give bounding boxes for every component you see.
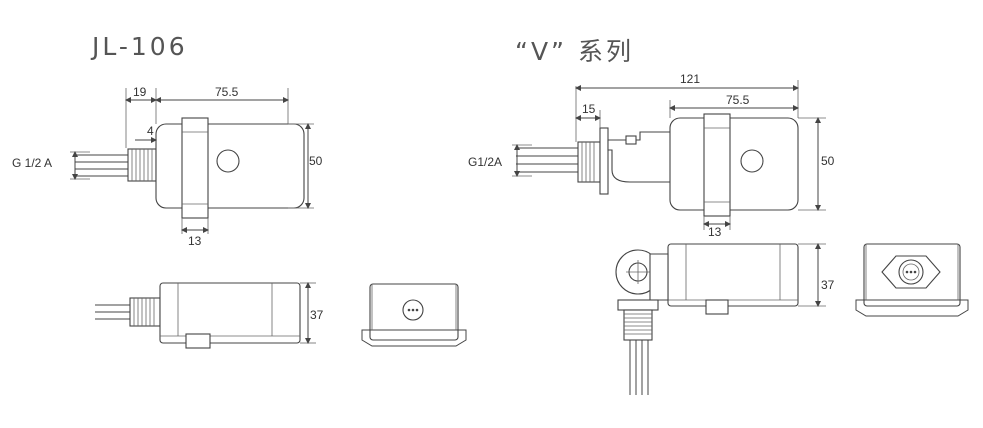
v-series-end-view [855, 243, 969, 317]
jl106-top-view: 19 75.5 4 G 1/2 A 50 13 [12, 85, 323, 248]
dim-37-right: 37 [821, 278, 835, 292]
title-jl-106: JL-106 [92, 32, 188, 61]
dim-19: 19 [133, 85, 147, 99]
title-v-series: “V” 系列 [515, 37, 634, 66]
dim-121: 121 [680, 72, 700, 86]
dim-75-5-right: 75.5 [726, 93, 750, 107]
dim-75-5: 75.5 [215, 85, 239, 99]
dim-13-right: 13 [708, 225, 722, 239]
v-series-side-view: 37 [615, 243, 835, 395]
jl106-side-view: 37 [95, 282, 324, 349]
dim-37: 37 [310, 308, 324, 322]
dim-13: 13 [188, 234, 202, 248]
v-series-top-view: 121 15 75.5 G1/2A 50 13 [468, 72, 835, 239]
dim-50: 50 [309, 154, 323, 168]
dim-50-right: 50 [821, 154, 835, 168]
thread-label-right: G1/2A [468, 155, 502, 169]
jl106-end-view [361, 283, 467, 347]
dim-15: 15 [582, 102, 596, 116]
thread-label: G 1/2 A [12, 156, 52, 170]
dim-4: 4 [147, 124, 154, 138]
